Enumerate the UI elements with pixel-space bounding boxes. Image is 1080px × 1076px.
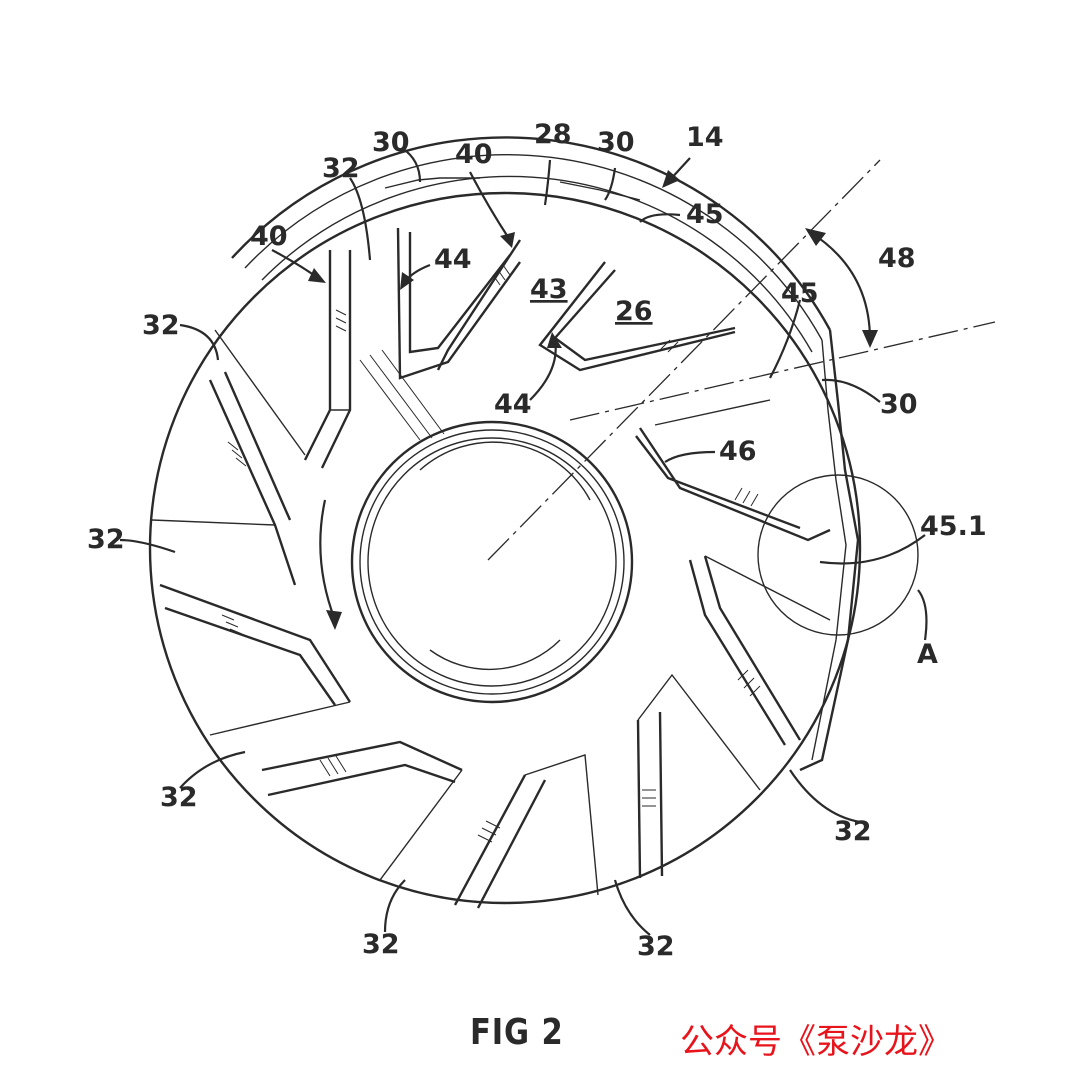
vane-hatching bbox=[221, 264, 761, 843]
label-28: 28 bbox=[534, 119, 572, 150]
axis-lines bbox=[487, 159, 996, 561]
hub bbox=[350, 420, 634, 704]
label-a: A bbox=[917, 639, 938, 670]
label-44-upper: 44 bbox=[434, 244, 472, 275]
rotation-arrow bbox=[319, 499, 342, 630]
label-32-lower-right: 32 bbox=[834, 816, 872, 847]
label-44-lower: 44 bbox=[494, 389, 532, 420]
label-45-top: 45 bbox=[686, 199, 724, 230]
label-46: 46 bbox=[719, 436, 757, 467]
label-45-1: 45.1 bbox=[920, 511, 987, 542]
label-30-top: 30 bbox=[597, 127, 635, 158]
label-40-left: 40 bbox=[250, 221, 288, 252]
label-43: 43 bbox=[530, 274, 568, 305]
vanes bbox=[151, 227, 831, 909]
impeller-disc bbox=[148, 136, 862, 905]
reference-numerals: 14 28 30 30 30 40 40 32 44 44 43 26 45 4… bbox=[87, 119, 987, 962]
label-14: 14 bbox=[686, 122, 724, 153]
label-32-left: 32 bbox=[87, 524, 125, 555]
label-26: 26 bbox=[615, 296, 653, 327]
watermark: 公众号《泵沙龙》 bbox=[680, 1022, 952, 1062]
detail-circle-a bbox=[757, 474, 919, 636]
label-30-top-left: 30 bbox=[372, 127, 410, 158]
label-48: 48 bbox=[878, 243, 916, 274]
label-45-right: 45 bbox=[781, 278, 819, 309]
label-40-top: 40 bbox=[455, 139, 493, 170]
label-32-bottom-right: 32 bbox=[637, 931, 675, 962]
label-32-upper-left: 32 bbox=[142, 310, 180, 341]
angle-arc-48 bbox=[805, 228, 878, 348]
label-32-bottom-left: 32 bbox=[362, 929, 400, 960]
figure-caption: FIG 2 bbox=[470, 1012, 564, 1053]
label-32-top: 32 bbox=[322, 153, 360, 184]
label-32-lower-left: 32 bbox=[160, 782, 198, 813]
leader-lines bbox=[119, 147, 928, 936]
label-30-right: 30 bbox=[880, 389, 918, 420]
